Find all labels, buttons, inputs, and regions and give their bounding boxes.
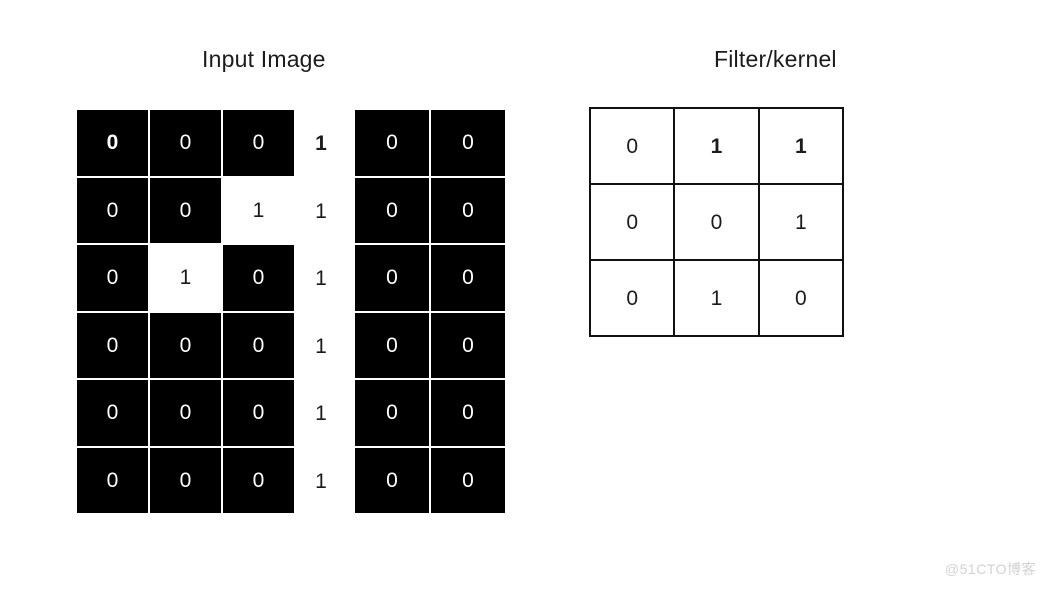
input-image-left-cell-r5-c1: 0 [150, 447, 221, 513]
page-title-filter-kernel: Filter/kernel [714, 46, 837, 72]
input-image-left-cell-r5-c0: 0 [77, 447, 148, 513]
page-title-input-image: Input Image [202, 46, 326, 72]
input-image-left-cell-r3-c0: 0 [77, 312, 148, 378]
filter-kernel-cell-r0-c1: 1 [675, 109, 758, 183]
input-image-right-cell-r2-c0: 0 [355, 245, 429, 311]
input-image-right-cell-r2-c1: 0 [431, 245, 505, 311]
input-image-right-cell-r4-c1: 0 [431, 380, 505, 446]
input-image-left-cell-r1-c1: 0 [150, 177, 221, 243]
input-image-middle-cell-r0: 1 [300, 110, 342, 178]
input-image-right-cell-r1-c1: 0 [431, 177, 505, 243]
input-image-left-cell-r4-c0: 0 [77, 380, 148, 446]
input-image-middle-cell-r4: 1 [300, 380, 342, 448]
input-image-left-cell-r4-c1: 0 [150, 380, 221, 446]
input-image-left-cell-r2-c2: 0 [223, 245, 294, 311]
input-image-left-cell-r0-c1: 0 [150, 110, 221, 176]
input-image-right-cell-r0-c0: 0 [355, 110, 429, 176]
input-image-left-cell-r2-c1: 1 [150, 245, 221, 311]
input-image-left-cell-r2-c0: 0 [77, 245, 148, 311]
input-image-right-cell-r5-c0: 0 [355, 447, 429, 513]
input-image-left-cell-r0-c0: 0 [77, 110, 148, 176]
input-image-left-cell-r5-c2: 0 [223, 447, 294, 513]
input-image-left-cell-r0-c2: 0 [223, 110, 294, 176]
filter-kernel-cell-r2-c0: 0 [591, 261, 674, 335]
input-image-right-cell-r5-c1: 0 [431, 447, 505, 513]
input-image-left-cell-r3-c1: 0 [150, 312, 221, 378]
input-image-right-cell-r3-c0: 0 [355, 312, 429, 378]
filter-kernel-cell-r1-c2: 1 [759, 185, 842, 259]
input-image-right-cell-r3-c1: 0 [431, 312, 505, 378]
filter-kernel-cell-r2-c1: 1 [675, 261, 758, 335]
input-image-left-cell-r3-c2: 0 [223, 312, 294, 378]
input-image-left-cell-r1-c0: 0 [77, 177, 148, 243]
input-image-left-cell-r1-c2: 1 [223, 177, 294, 243]
filter-kernel-cell-r0-c2: 1 [759, 109, 842, 183]
filter-kernel-cell-r0-c0: 0 [591, 109, 674, 183]
input-image-right-cell-r4-c0: 0 [355, 380, 429, 446]
input-image-middle-cell-r2: 1 [300, 245, 342, 313]
input-image-left-cell-r4-c2: 0 [223, 380, 294, 446]
input-image-right-cell-r0-c1: 0 [431, 110, 505, 176]
input-image-middle-cell-r5: 1 [300, 447, 342, 515]
input-image-middle-cell-r1: 1 [300, 177, 342, 245]
filter-kernel-cell-r2-c2: 0 [759, 261, 842, 335]
watermark: @51CTO博客 [944, 561, 1036, 577]
filter-kernel-cell-r1-c0: 0 [591, 185, 674, 259]
input-image-right-cell-r1-c0: 0 [355, 177, 429, 243]
input-image-middle-cell-r3: 1 [300, 312, 342, 380]
filter-kernel-cell-r1-c1: 0 [675, 185, 758, 259]
